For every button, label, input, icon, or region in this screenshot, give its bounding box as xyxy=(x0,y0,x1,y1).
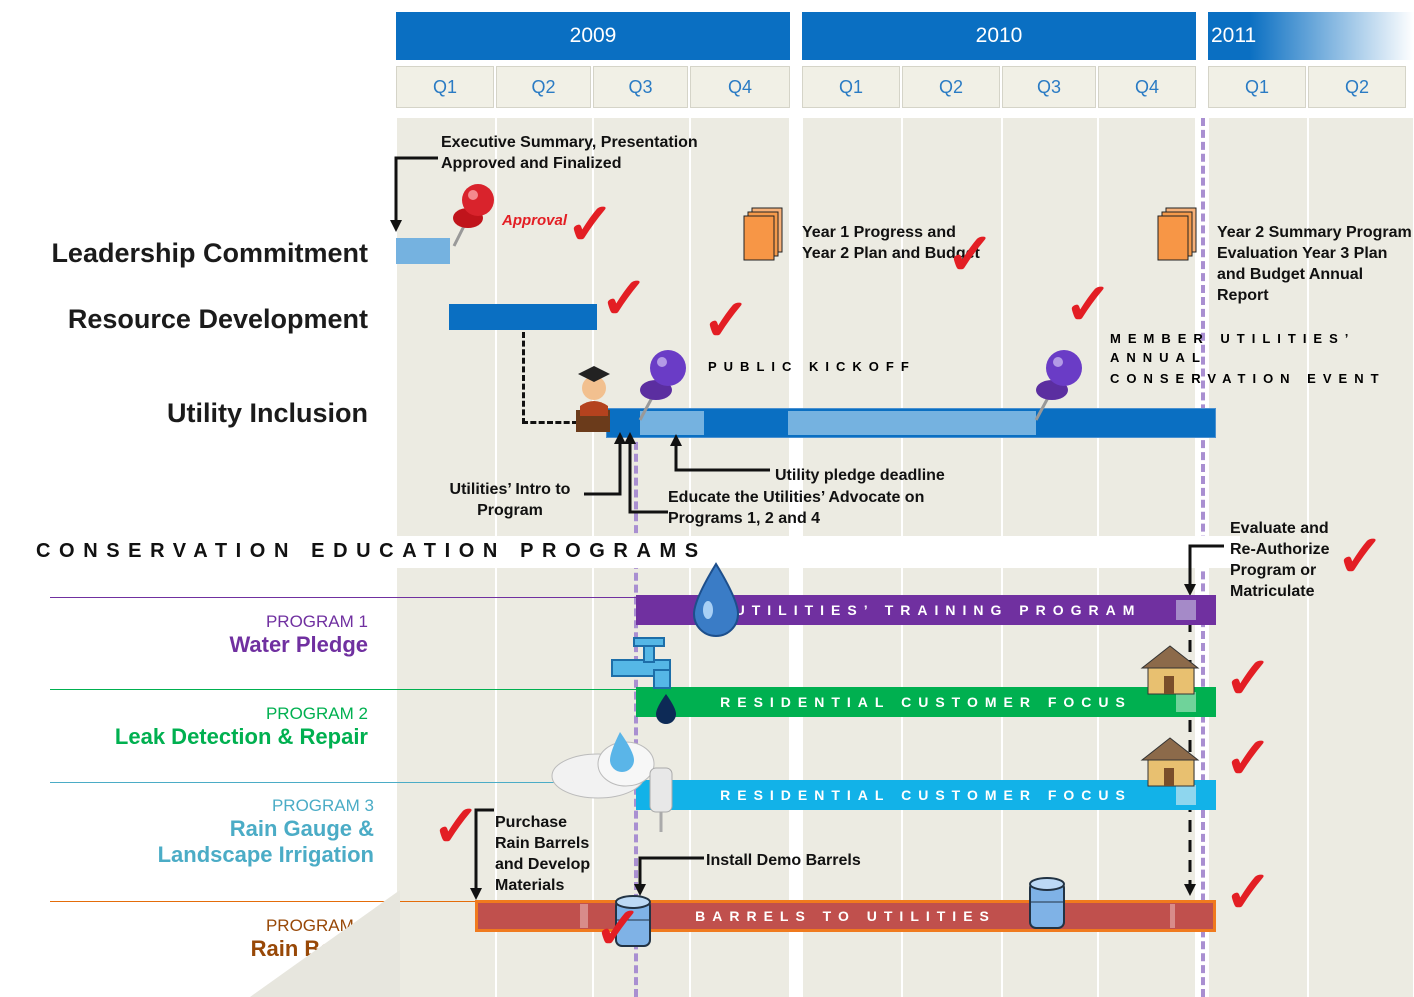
program-3-guide-line xyxy=(50,782,636,783)
quarter-header: Q1 xyxy=(396,66,494,108)
quarter-header: Q3 xyxy=(593,66,688,108)
quarter-header: Q4 xyxy=(1098,66,1196,108)
program-3-bar-label: RESIDENTIAL CUSTOMER FOCUS xyxy=(720,787,1132,803)
program-3-bar-end xyxy=(1176,785,1196,805)
section-title: CONSERVATION EDUCATION PROGRAMS xyxy=(36,540,707,562)
checkmark-icon: ✓ xyxy=(1224,860,1273,925)
red-pushpin-icon xyxy=(452,184,494,247)
note-year1: Year 1 Progress and Year 2 Plan and Budg… xyxy=(802,224,980,262)
year-header-2009: 2009 xyxy=(396,12,790,60)
quarter-header: Q2 xyxy=(496,66,591,108)
row-label-leadership: Leadership Commitment xyxy=(51,238,368,268)
member-event-label-3: CONSERVATION EVENT xyxy=(1110,371,1386,386)
program-4-bar: BARRELS TO UTILITIES xyxy=(475,900,1216,932)
year-header-2010: 2010 xyxy=(802,12,1196,60)
checkmark-icon: ✓ xyxy=(600,266,649,331)
approval-label: Approval xyxy=(502,212,568,229)
note-purchase: Purchase Rain Barrels and Develop Materi… xyxy=(495,814,591,894)
quarter-header: Q3 xyxy=(1002,66,1096,108)
quarter-header: Q1 xyxy=(1208,66,1306,108)
document-stack-icon xyxy=(1157,207,1197,261)
program-1-name: Water Pledge xyxy=(229,632,368,657)
note-install: Install Demo Barrels xyxy=(706,852,861,869)
program-3-bar: RESIDENTIAL CUSTOMER FOCUS xyxy=(636,780,1216,810)
program-4-bar-divider xyxy=(580,904,588,928)
row-label-utility: Utility Inclusion xyxy=(166,398,368,428)
faucet-icon xyxy=(611,637,676,724)
checkmark-icon: ✓ xyxy=(566,192,615,257)
program-2-guide-line xyxy=(50,689,636,690)
purple-pushpin-icon xyxy=(638,350,686,421)
note-intro: Utilities’ Intro to Program xyxy=(449,481,571,519)
utility-inclusion-segment xyxy=(640,411,704,435)
program-4-bar-label: BARRELS TO UTILITIES xyxy=(695,908,996,924)
checkmark-icon: ✓ xyxy=(1336,524,1385,589)
program-1-guide-line xyxy=(50,597,636,598)
program-4-number: PROGRAM 4 xyxy=(265,916,368,935)
rain-barrel-icon xyxy=(615,895,651,947)
program-3-name-line2: Landscape Irrigation xyxy=(157,842,374,867)
program-2-bar: RESIDENTIAL CUSTOMER FOCUS xyxy=(636,687,1216,717)
program-4-guide-line xyxy=(50,901,480,902)
note-year2: Year 2 Summary Program Evaluation Year 3… xyxy=(1217,224,1412,304)
resource-connector xyxy=(522,332,525,424)
program-4-bar-divider xyxy=(1170,904,1175,928)
program-3-name-line1: Rain Gauge & xyxy=(229,816,374,841)
column-2011-q2 xyxy=(1308,118,1414,997)
year-header-2011: 2011 xyxy=(1208,12,1414,60)
program-2-name: Leak Detection & Repair xyxy=(114,724,368,749)
program-1-number: PROGRAM 1 xyxy=(265,612,368,631)
decorative-wedge xyxy=(250,890,400,997)
note-educate: Educate the Utilities’ Advocate on Progr… xyxy=(668,489,925,527)
rain-barrel-icon xyxy=(1029,877,1065,929)
checkmark-icon: ✓ xyxy=(432,794,481,859)
section-title-background xyxy=(0,536,1240,568)
checkmark-icon: ✓ xyxy=(702,288,751,353)
program-2-label: PROGRAM 2 Leak Detection & Repair xyxy=(115,704,368,750)
note-pledge-deadline: Utility pledge deadline xyxy=(775,467,945,484)
evaluate-arrow xyxy=(1184,544,1224,896)
checkmark-icon: ✓ xyxy=(1224,646,1273,711)
resource-connector-horizontal xyxy=(522,421,578,424)
exec-summary-arrow xyxy=(390,156,438,232)
install-arrow xyxy=(634,856,704,896)
checkmark-icon: ✓ xyxy=(946,222,995,287)
program-3-number: PROGRAM 3 xyxy=(271,796,374,815)
checkmark-icon: ✓ xyxy=(1064,272,1113,337)
public-kickoff-label: PUBLIC KICKOFF xyxy=(708,359,916,374)
quarter-header: Q2 xyxy=(1308,66,1406,108)
quarter-header: Q4 xyxy=(690,66,790,108)
intro-arrows xyxy=(584,432,770,514)
utility-inclusion-segment xyxy=(788,411,1036,435)
member-event-label-1: MEMBER UTILITIES’ xyxy=(1110,331,1356,346)
water-drop-icon xyxy=(692,562,740,637)
quarter-header: Q1 xyxy=(802,66,900,108)
graduate-icon xyxy=(576,366,610,432)
quarter-header: Q2 xyxy=(902,66,1000,108)
note-evaluate: Evaluate and Re-Authorize Program or Mat… xyxy=(1230,520,1330,600)
checkmark-icon: ✓ xyxy=(1224,726,1273,791)
leadership-bar xyxy=(396,238,450,264)
rain-cloud-icon xyxy=(551,732,673,832)
row-label-resource: Resource Development xyxy=(67,304,368,334)
house-icon xyxy=(1140,737,1200,787)
program-2-number: PROGRAM 2 xyxy=(265,704,368,723)
program-3-label: PROGRAM 3 Rain Gauge & Landscape Irrigat… xyxy=(158,796,374,868)
program-2-bar-label: RESIDENTIAL CUSTOMER FOCUS xyxy=(720,694,1132,710)
program-1-bar-label: UTILITIES’ TRAINING PROGRAM xyxy=(734,602,1142,618)
program-2-bar-end xyxy=(1176,692,1196,712)
program-1-label: PROGRAM 1 Water Pledge xyxy=(229,612,368,658)
purchase-arrow xyxy=(470,808,494,900)
program-1-bar-end xyxy=(1176,600,1196,620)
checkmark-icon: ✓ xyxy=(594,896,643,961)
resource-development-bar xyxy=(449,304,597,330)
purple-pushpin-icon xyxy=(1034,350,1082,421)
member-event-label-2: ANNUAL xyxy=(1110,350,1207,365)
note-exec-summary: Executive Summary, Presentation Approved… xyxy=(441,134,698,172)
house-icon xyxy=(1140,645,1200,695)
document-stack-icon xyxy=(743,207,783,261)
